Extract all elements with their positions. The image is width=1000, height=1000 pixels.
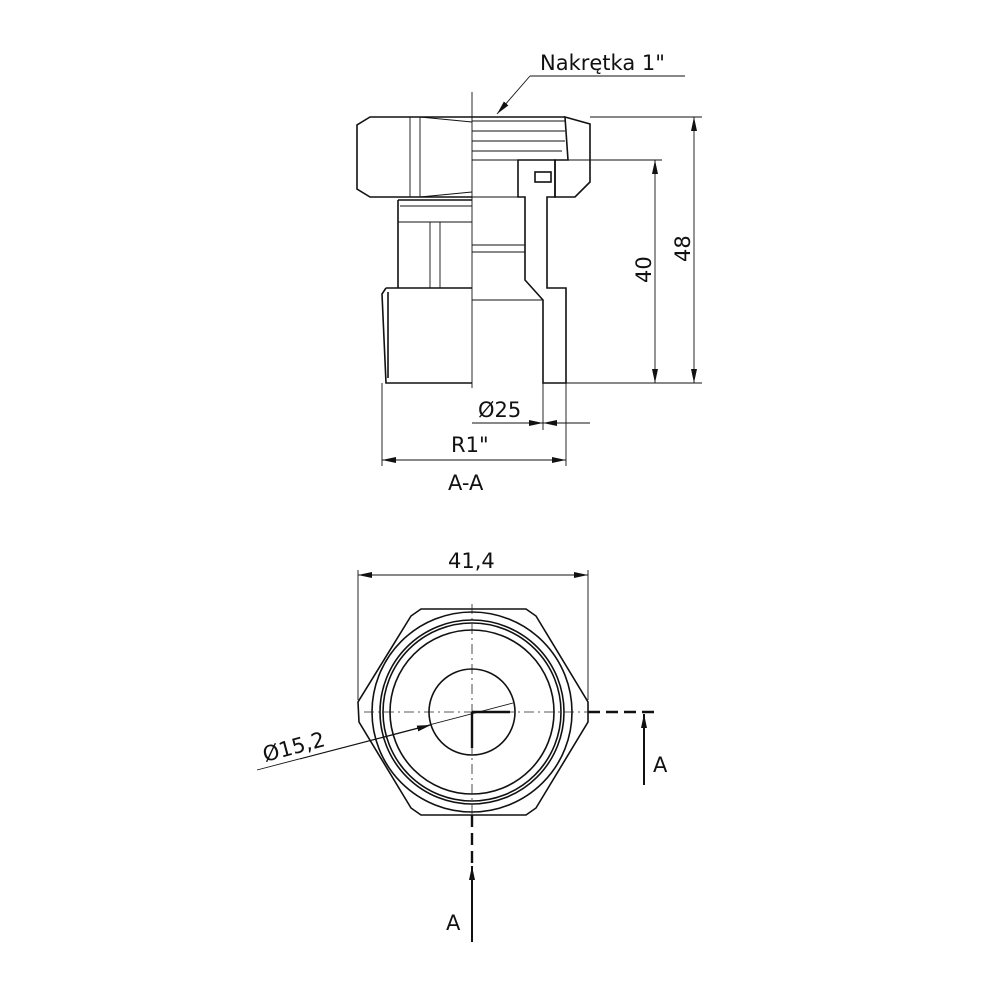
callout-leader xyxy=(496,75,531,115)
nut-exterior xyxy=(356,116,472,198)
section-marker-bottom: A xyxy=(446,911,461,935)
callout-nut-label: Nakrętka 1" xyxy=(540,51,665,75)
dim-hole: Ø15,2 xyxy=(260,727,327,767)
dim-thread: R1" xyxy=(451,433,489,457)
section-view: Nakrętka 1" 48 40 Ø25 R1" A-A xyxy=(356,51,702,495)
section-title: A-A xyxy=(448,471,484,495)
body-section xyxy=(517,159,567,384)
body-neck xyxy=(397,199,472,288)
nut-section xyxy=(554,115,591,198)
section-marker-right: A xyxy=(653,753,668,777)
hex-outline xyxy=(357,608,589,816)
end-view: 41,4 Ø15,2 A A xyxy=(256,549,668,942)
dim-across-corners: 41,4 xyxy=(448,549,495,573)
dim-48: 48 xyxy=(671,235,695,262)
dim-bore: Ø25 xyxy=(478,398,521,422)
dim-40: 40 xyxy=(632,256,656,283)
male-thread xyxy=(381,287,472,384)
